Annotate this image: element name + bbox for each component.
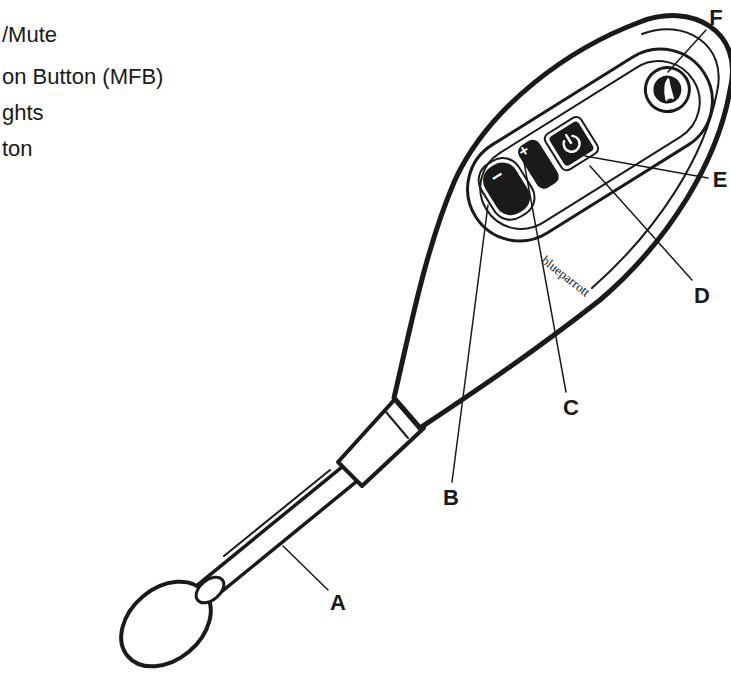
faceplate-inner [465, 46, 715, 245]
power-icon [561, 134, 582, 155]
parrott-button [637, 59, 698, 120]
parrott-button-center [648, 70, 687, 109]
legend-fragment: /Mute [2, 24, 57, 46]
callout-letter: D [694, 285, 710, 307]
legend-fragment: ghts [2, 102, 44, 124]
boom-outline [205, 472, 352, 592]
button-bezel [543, 115, 601, 173]
callout-letter: C [563, 397, 579, 419]
head-housing [394, 16, 731, 428]
boom-highlight [224, 470, 330, 556]
leader-line [283, 546, 328, 590]
callout-letter: E [713, 169, 728, 191]
faceplate [448, 29, 731, 260]
callout-letter: F [709, 7, 722, 29]
legend-fragment: ton [2, 138, 33, 160]
parrott-icon [658, 80, 678, 102]
neck-seam [386, 412, 408, 438]
power-button [548, 120, 595, 167]
callout-letter: B [443, 487, 459, 509]
leader-line [585, 156, 708, 178]
legend-fragment: on Button (MFB) [2, 66, 163, 88]
power-icon [566, 135, 571, 143]
leader-line [668, 30, 706, 72]
leader-line [452, 205, 488, 482]
callout-letter: A [330, 592, 346, 614]
paddle-collar [191, 572, 228, 608]
leader-line [590, 166, 692, 280]
boom-fill [210, 472, 352, 588]
